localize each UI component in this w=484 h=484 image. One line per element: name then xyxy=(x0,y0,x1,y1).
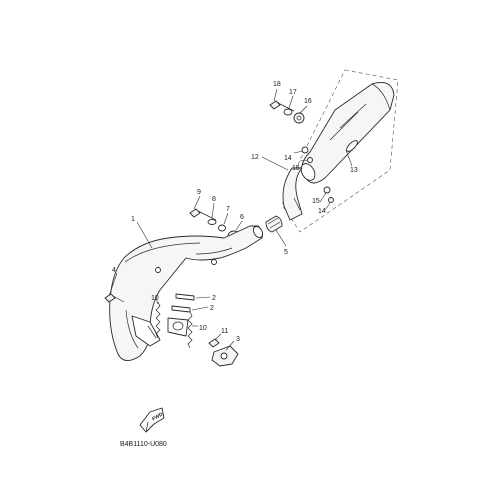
silencer xyxy=(300,81,395,184)
callout-10-right: 10 xyxy=(199,325,207,332)
nut-11 xyxy=(208,338,220,348)
fwd-label: FWD xyxy=(151,411,164,422)
callout-15-upper: 15 xyxy=(292,165,300,172)
gasket-2-upper xyxy=(175,293,195,301)
leader-lines xyxy=(108,88,353,351)
callout-13: 13 xyxy=(350,167,358,174)
callout-9: 9 xyxy=(197,189,201,196)
callout-12: 12 xyxy=(251,154,259,161)
callout-3: 3 xyxy=(236,336,240,343)
callout-4: 4 xyxy=(112,267,116,274)
spring-10-right xyxy=(187,311,193,349)
callout-16: 16 xyxy=(304,98,312,105)
bolt-9 xyxy=(189,208,217,221)
callout-7: 7 xyxy=(226,206,230,213)
washer-8 xyxy=(207,219,217,225)
spring-10-left xyxy=(155,301,161,339)
upper-bolt-washer xyxy=(301,146,313,163)
collar-17 xyxy=(283,108,293,116)
callout-10-left: 10 xyxy=(151,295,159,302)
joint-5 xyxy=(265,215,283,233)
exhaust-pipe xyxy=(109,225,264,361)
callout-6: 6 xyxy=(240,214,244,221)
callout-1: 1 xyxy=(131,216,135,223)
callout-11: 11 xyxy=(221,328,228,335)
callout-5: 5 xyxy=(284,249,288,256)
callout-18: 18 xyxy=(273,81,281,88)
callout-2-lower: 2 xyxy=(210,305,214,312)
lower-bolt-washer xyxy=(323,186,334,203)
callout-14-upper: 14 xyxy=(284,155,292,162)
collar-7 xyxy=(218,224,226,232)
callout-17: 17 xyxy=(289,89,297,96)
gasket-2-lower xyxy=(171,305,191,313)
callout-2-upper: 2 xyxy=(212,295,216,302)
callout-8: 8 xyxy=(212,196,216,203)
callout-15-lower: 15 xyxy=(312,198,320,205)
mid-pipe xyxy=(282,167,303,221)
fwd-arrow-icon: FWD xyxy=(139,407,164,433)
bracket-3 xyxy=(211,345,239,367)
drawing-code: B4B1110-U080 xyxy=(120,441,167,448)
callout-14-lower: 14 xyxy=(318,208,326,215)
grommet-16 xyxy=(293,112,305,124)
flange xyxy=(167,317,189,337)
silencer-group-outline xyxy=(281,69,399,233)
